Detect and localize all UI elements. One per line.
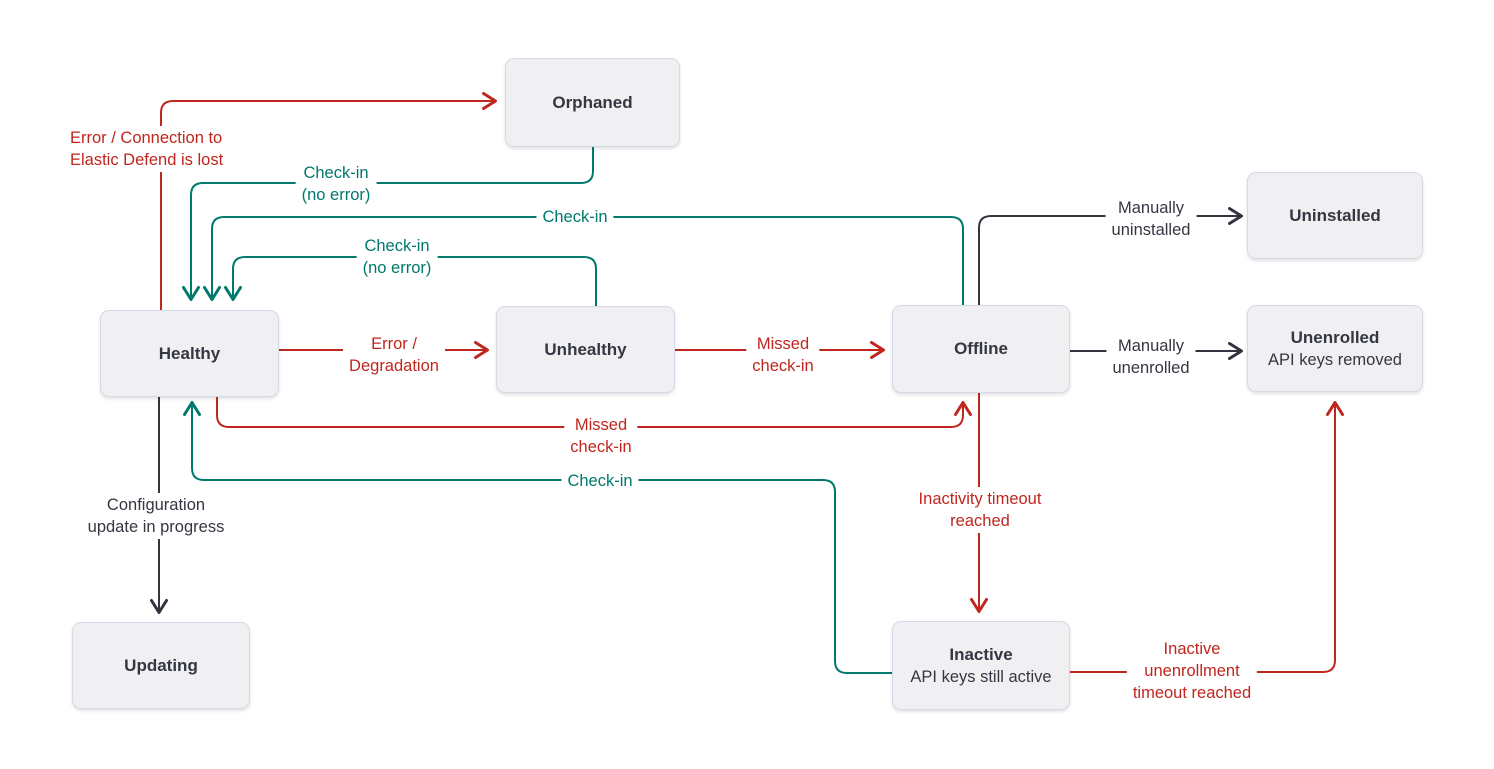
edge-label-error-connection-lost: Error / Connection to Elastic Defend is … <box>64 126 230 172</box>
state-node-updating: Updating <box>72 622 250 709</box>
edge-label-configuration-update: Configuration update in progress <box>81 493 231 539</box>
edge-label-inactivity-timeout: Inactivity timeout reached <box>912 487 1048 533</box>
node-title: Inactive <box>949 644 1013 664</box>
state-node-healthy: Healthy <box>100 310 279 397</box>
node-title: Healthy <box>158 343 221 363</box>
node-title: Updating <box>124 655 198 675</box>
node-title: Orphaned <box>552 92 633 112</box>
edge-offline-to-uninstalled <box>978 207 1243 305</box>
node-title: Uninstalled <box>1289 205 1381 225</box>
node-title: Offline <box>954 339 1008 358</box>
edge-offline-to-healthy <box>203 216 964 305</box>
node-subtitle: API keys still active <box>910 667 1052 686</box>
edge-label-checkin-no-error-unhealthy: Check-in (no error) <box>356 234 438 280</box>
edge-label-missed-checkin-unhealthy: Missed check-in <box>746 332 820 378</box>
state-node-uninstalled: Uninstalled <box>1247 172 1423 259</box>
edge-label-error-degradation: Error / Degradation <box>343 332 445 378</box>
state-node-orphaned: Orphaned <box>505 58 680 147</box>
node-title: Unhealthy <box>544 339 627 359</box>
edge-label-manually-unenrolled: Manually unenrolled <box>1106 334 1196 380</box>
edge-label-manually-uninstalled: Manually uninstalled <box>1105 196 1197 242</box>
state-node-unhealthy: Unhealthy <box>496 306 675 393</box>
edge-label-checkin-inactive: Check-in <box>561 469 639 493</box>
edge-inactive-to-unenrolled <box>1070 401 1344 673</box>
edge-orphaned-to-healthy <box>182 147 594 301</box>
edge-label-missed-checkin-healthy: Missed check-in <box>564 413 638 459</box>
edge-healthy-to-orphaned <box>160 92 497 310</box>
state-node-unenrolled: Unenrolled API keys removed <box>1247 305 1423 392</box>
edge-inactive-to-healthy <box>183 401 892 674</box>
edge-label-checkin-no-error-orphaned: Check-in (no error) <box>295 161 377 207</box>
edge-label-inactive-unenrollment-timeout: Inactive unenrollment timeout reached <box>1126 637 1258 705</box>
state-node-inactive: Inactive API keys still active <box>892 621 1070 710</box>
node-title: Unenrolled <box>1290 327 1380 347</box>
edge-label-checkin-offline: Check-in <box>536 205 614 229</box>
node-subtitle: API keys removed <box>1268 350 1402 369</box>
state-node-offline: Offline <box>892 305 1070 393</box>
